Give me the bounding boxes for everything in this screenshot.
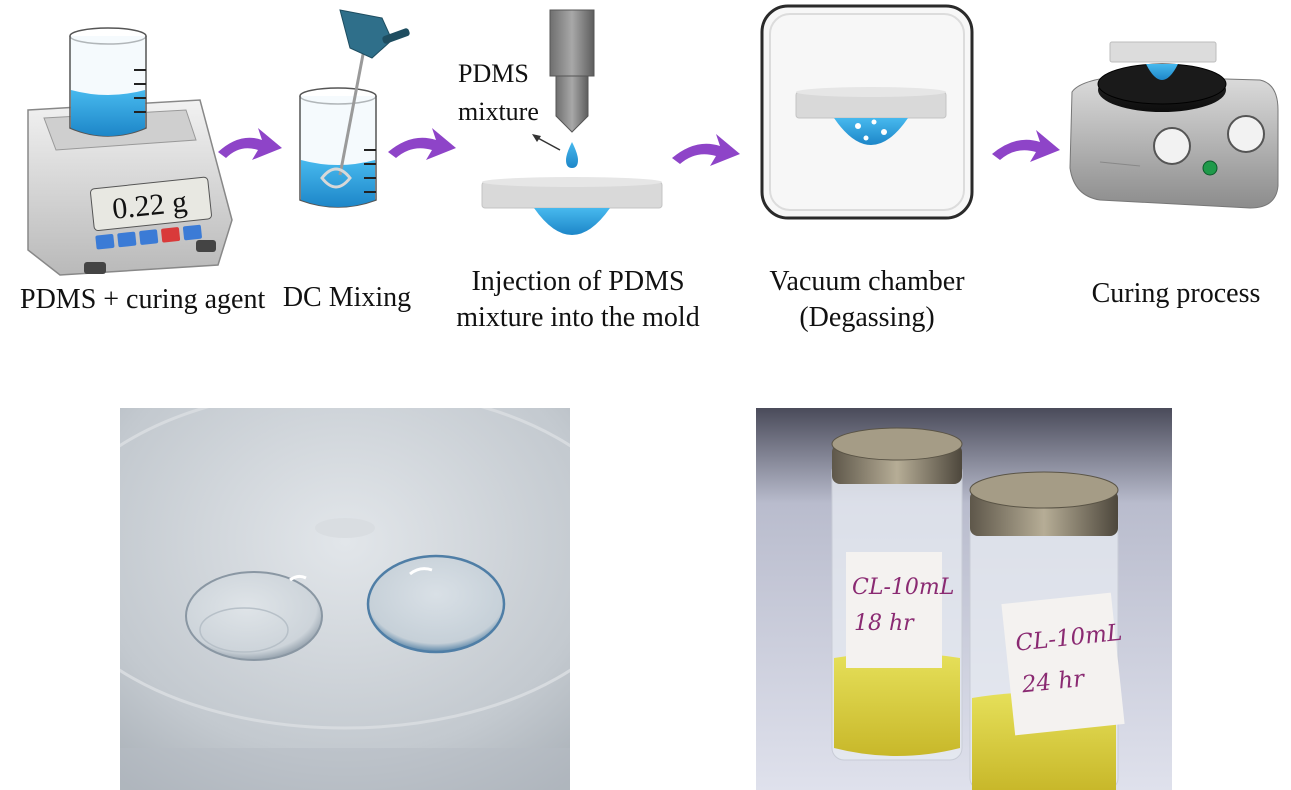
injection-nozzle <box>532 9 595 168</box>
process-illustrations: 0.22 g <box>27 4 1279 276</box>
arrow-icon <box>992 130 1060 162</box>
step-caption-vacuum: Vacuum chamber (Degassing) <box>762 264 972 336</box>
pdms-mixture-callout-line1: PDMS <box>458 59 529 88</box>
step-caption-injection-line2: mixture into the mold <box>456 302 700 333</box>
pdms-mixture-callout-line2: mixture <box>458 97 539 126</box>
vial1-label-line2: 18 hr <box>854 611 915 636</box>
mold-with-droplet <box>481 177 663 235</box>
arrow-icon <box>388 128 456 160</box>
photo-contact-lenses <box>120 408 570 790</box>
analytical-balance: 0.22 g <box>27 27 233 276</box>
vial-24hr: CL-10mL 24 hr <box>969 471 1125 790</box>
mixing-beaker <box>299 9 410 208</box>
vacuum-chamber <box>760 4 974 220</box>
arrow-icon <box>218 128 282 160</box>
step-caption-dc-mixing: DC Mixing <box>282 282 412 313</box>
step-caption-pdms-curing-agent: PDMS + curing agent <box>20 284 266 315</box>
step-caption-vacuum-line2: (Degassing) <box>799 302 935 333</box>
vial1-label-line1: CL-10mL <box>852 575 954 600</box>
scale-reading: 0.22 g <box>111 185 189 226</box>
photo-vials: CL-10mL 18 hr CL-10mL 24 hr <box>756 408 1172 790</box>
step-caption-injection-line1: Injection of PDMS <box>471 266 685 297</box>
arrow-icon <box>672 134 740 166</box>
hot-plate <box>1069 41 1279 209</box>
vial-18hr: CL-10mL 18 hr <box>831 427 963 761</box>
step-caption-injection: Injection of PDMS mixture into the mold <box>448 264 708 336</box>
step-caption-vacuum-line1: Vacuum chamber <box>769 266 965 297</box>
step-caption-curing: Curing process <box>1091 278 1261 309</box>
